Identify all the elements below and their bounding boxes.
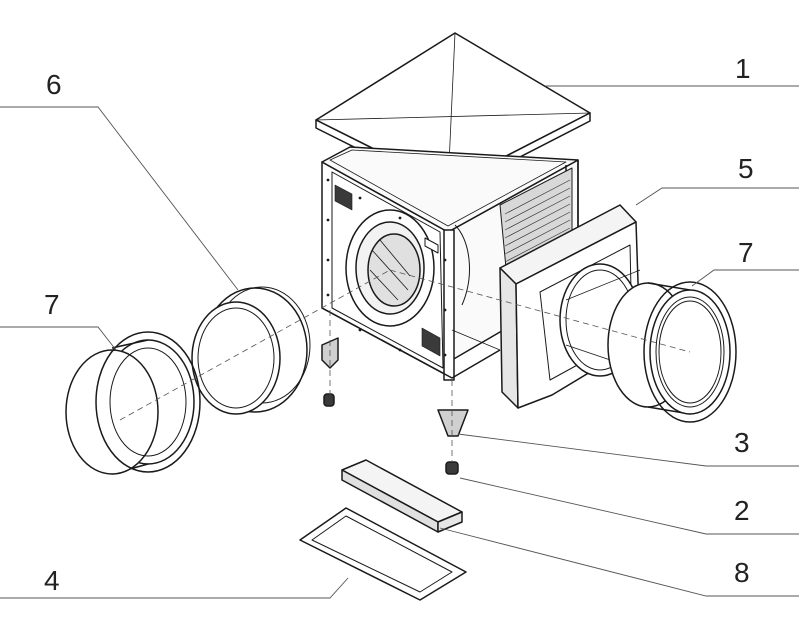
part-mount-bracket bbox=[321, 337, 469, 475]
callout-5: 5 bbox=[738, 153, 754, 184]
part-fan-housing bbox=[321, 146, 579, 381]
callout-6: 6 bbox=[46, 69, 62, 100]
callout-3: 3 bbox=[734, 427, 750, 458]
part-flange-ring-left bbox=[65, 331, 201, 475]
part-base-plate bbox=[299, 507, 467, 601]
callout-4: 4 bbox=[44, 565, 60, 596]
callout-labels: 1 5 7 3 2 8 6 7 4 bbox=[44, 53, 754, 596]
callout-2: 2 bbox=[734, 495, 750, 526]
callout-1: 1 bbox=[735, 53, 751, 84]
part-drip-tray bbox=[341, 459, 463, 533]
part-flange-ring-right bbox=[607, 281, 737, 423]
callout-8: 8 bbox=[734, 557, 750, 588]
callout-7-right: 7 bbox=[738, 237, 754, 268]
part-ring-gasket bbox=[191, 286, 311, 415]
callout-7-left: 7 bbox=[44, 289, 60, 320]
leader-lines bbox=[0, 85, 799, 599]
